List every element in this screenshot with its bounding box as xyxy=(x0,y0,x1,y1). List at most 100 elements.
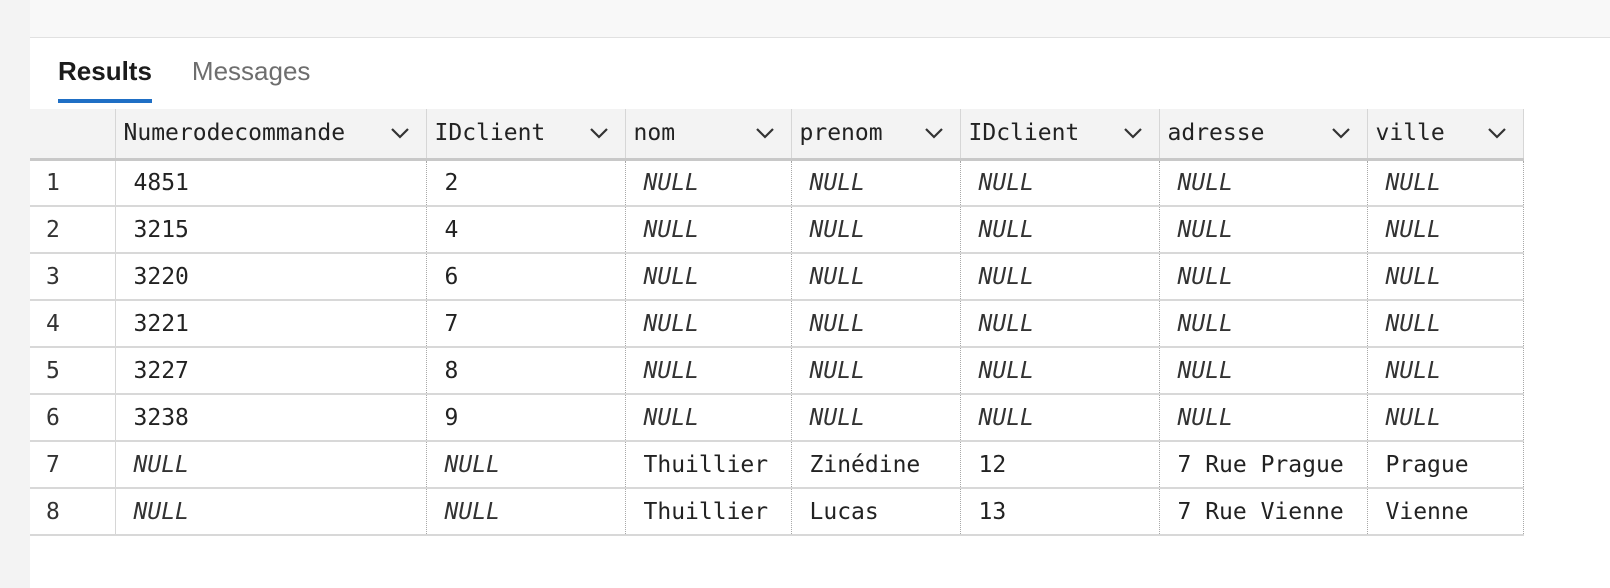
table-row[interactable]: 3 3220 6 NULL NULL NULL NULL NULL xyxy=(30,253,1524,301)
table-cell[interactable]: 8 xyxy=(426,347,626,395)
table-cell[interactable]: NULL xyxy=(960,394,1160,442)
table-cell[interactable]: NULL xyxy=(1159,253,1368,301)
table-cell[interactable]: NULL xyxy=(1367,206,1524,254)
table-cell[interactable]: NULL xyxy=(115,441,427,489)
table-cell[interactable]: NULL xyxy=(1367,300,1524,348)
chevron-down-icon[interactable] xyxy=(753,121,777,145)
row-number: 2 xyxy=(30,206,116,254)
column-header[interactable]: ville xyxy=(1367,109,1524,161)
column-header-label: nom xyxy=(633,120,676,147)
results-tabs: Results Messages xyxy=(58,52,350,103)
table-cell[interactable]: 4851 xyxy=(115,159,427,207)
column-header[interactable]: IDclient xyxy=(426,109,626,161)
column-header[interactable]: nom xyxy=(625,109,792,161)
table-row[interactable]: 1 4851 2 NULL NULL NULL NULL NULL xyxy=(30,159,1524,207)
table-row[interactable]: 8 NULL NULL Thuillier Lucas 13 7 Rue Vie… xyxy=(30,488,1524,536)
column-header-label: ville xyxy=(1375,120,1445,147)
column-header[interactable]: prenom xyxy=(791,109,961,161)
row-number: 1 xyxy=(30,159,116,207)
table-cell[interactable]: NULL xyxy=(625,347,792,395)
table-cell[interactable]: NULL xyxy=(426,488,626,536)
table-cell[interactable]: 4 xyxy=(426,206,626,254)
table-cell[interactable]: NULL xyxy=(625,206,792,254)
row-number: 6 xyxy=(30,394,116,442)
column-header-label: IDclient xyxy=(968,120,1080,147)
row-number: 3 xyxy=(30,253,116,301)
tab-results[interactable]: Results xyxy=(58,52,152,103)
table-row[interactable]: 2 3215 4 NULL NULL NULL NULL NULL xyxy=(30,206,1524,254)
column-header[interactable]: Numerodecommande xyxy=(115,109,427,161)
table-row[interactable]: 4 3221 7 NULL NULL NULL NULL NULL xyxy=(30,300,1524,348)
chevron-down-icon[interactable] xyxy=(388,121,412,145)
table-cell[interactable]: NULL xyxy=(1367,347,1524,395)
table-cell[interactable]: NULL xyxy=(791,206,961,254)
column-header[interactable]: IDclient xyxy=(960,109,1160,161)
editor-area xyxy=(30,0,1610,38)
table-cell[interactable]: NULL xyxy=(1159,300,1368,348)
table-row[interactable]: 5 3227 8 NULL NULL NULL NULL NULL xyxy=(30,347,1524,395)
table-cell[interactable]: NULL xyxy=(1367,253,1524,301)
table-cell[interactable]: 7 Rue Vienne xyxy=(1159,488,1368,536)
chevron-down-icon[interactable] xyxy=(1329,121,1353,145)
row-number: 7 xyxy=(30,441,116,489)
table-cell[interactable]: NULL xyxy=(1367,394,1524,442)
table-cell[interactable]: Prague xyxy=(1367,441,1524,489)
table-cell[interactable]: 3220 xyxy=(115,253,427,301)
table-cell[interactable]: 6 xyxy=(426,253,626,301)
table-cell[interactable]: 3215 xyxy=(115,206,427,254)
chevron-down-icon[interactable] xyxy=(922,121,946,145)
table-cell[interactable]: Vienne xyxy=(1367,488,1524,536)
table-cell[interactable]: 13 xyxy=(960,488,1160,536)
row-number: 4 xyxy=(30,300,116,348)
table-cell[interactable]: NULL xyxy=(115,488,427,536)
row-number: 5 xyxy=(30,347,116,395)
table-cell[interactable]: NULL xyxy=(960,206,1160,254)
chevron-down-icon[interactable] xyxy=(1121,121,1145,145)
table-cell[interactable]: NULL xyxy=(960,347,1160,395)
table-cell[interactable]: NULL xyxy=(625,394,792,442)
chevron-down-icon[interactable] xyxy=(1485,121,1509,145)
table-cell[interactable]: NULL xyxy=(1367,159,1524,207)
table-cell[interactable]: NULL xyxy=(960,159,1160,207)
table-cell[interactable]: NULL xyxy=(625,253,792,301)
table-cell[interactable]: NULL xyxy=(960,253,1160,301)
table-row[interactable]: 6 3238 9 NULL NULL NULL NULL NULL xyxy=(30,394,1524,442)
table-cell[interactable]: 2 xyxy=(426,159,626,207)
table-cell[interactable]: 3221 xyxy=(115,300,427,348)
table-cell[interactable]: NULL xyxy=(1159,347,1368,395)
column-header-label: adresse xyxy=(1167,120,1265,147)
column-header-label: prenom xyxy=(799,120,883,147)
table-cell[interactable]: 7 xyxy=(426,300,626,348)
table-cell[interactable]: NULL xyxy=(1159,159,1368,207)
table-cell[interactable]: NULL xyxy=(426,441,626,489)
chevron-down-icon[interactable] xyxy=(587,121,611,145)
table-cell[interactable]: 7 Rue Prague xyxy=(1159,441,1368,489)
header-row: Numerodecommande IDclient nom prenom IDc… xyxy=(30,109,1524,161)
table-cell[interactable]: 3227 xyxy=(115,347,427,395)
table-cell[interactable]: 9 xyxy=(426,394,626,442)
table-cell[interactable]: NULL xyxy=(791,394,961,442)
table-cell[interactable]: Thuillier xyxy=(625,441,792,489)
table-cell[interactable]: NULL xyxy=(791,300,961,348)
table-cell[interactable]: NULL xyxy=(625,300,792,348)
table-cell[interactable]: NULL xyxy=(960,300,1160,348)
tab-messages[interactable]: Messages xyxy=(191,56,311,86)
column-header[interactable]: adresse xyxy=(1159,109,1368,161)
table-cell[interactable]: NULL xyxy=(625,159,792,207)
row-number: 8 xyxy=(30,488,116,536)
table-cell[interactable]: 12 xyxy=(960,441,1160,489)
table-cell[interactable]: NULL xyxy=(791,159,961,207)
column-header-label: IDclient xyxy=(434,120,546,147)
table-row[interactable]: 7 NULL NULL Thuillier Zinédine 12 7 Rue … xyxy=(30,441,1524,489)
table-cell[interactable]: Zinédine xyxy=(791,441,961,489)
left-gutter xyxy=(0,0,30,588)
table-cell[interactable]: NULL xyxy=(1159,394,1368,442)
results-grid: Numerodecommande IDclient nom prenom IDc… xyxy=(30,109,1524,536)
table-cell[interactable]: 3238 xyxy=(115,394,427,442)
table-cell[interactable]: Thuillier xyxy=(625,488,792,536)
table-cell[interactable]: NULL xyxy=(1159,206,1368,254)
table-cell[interactable]: NULL xyxy=(791,253,961,301)
table-cell[interactable]: NULL xyxy=(791,347,961,395)
table-cell[interactable]: Lucas xyxy=(791,488,961,536)
row-number-header xyxy=(30,109,116,161)
